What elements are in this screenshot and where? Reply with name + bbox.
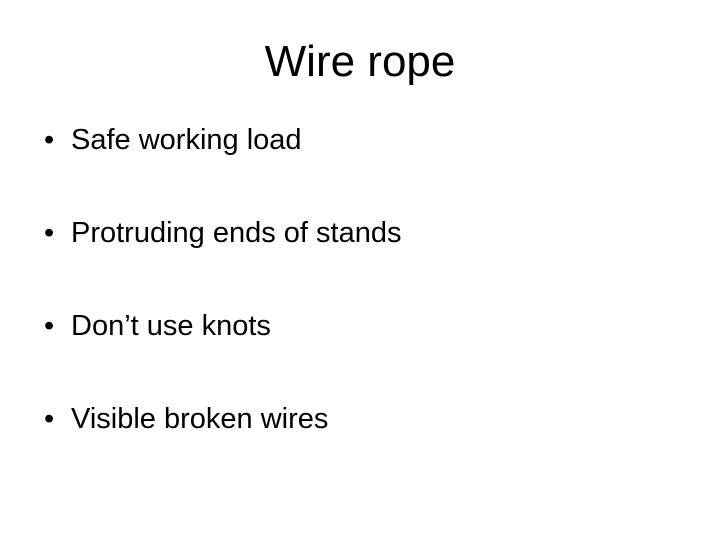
bullet-point-icon: • [44, 217, 55, 249]
list-item: • Don’t use knots [38, 308, 688, 401]
bullet-list: • Safe working load • Protruding ends of… [38, 122, 688, 494]
bullet-point-icon: • [44, 403, 55, 435]
bullet-point-icon: • [44, 310, 55, 342]
bullet-item-label: Don’t use knots [71, 310, 271, 342]
bullet-item-label: Visible broken wires [71, 403, 329, 435]
bullet-item-label: Safe working load [71, 124, 302, 156]
bullet-point-icon: • [44, 124, 55, 156]
list-item: • Safe working load [38, 122, 688, 215]
list-item: • Protruding ends of stands [38, 215, 688, 308]
bullet-item-label: Protruding ends of stands [71, 217, 402, 249]
slide-title: Wire rope [264, 37, 456, 86]
list-item: • Visible broken wires [38, 401, 688, 494]
